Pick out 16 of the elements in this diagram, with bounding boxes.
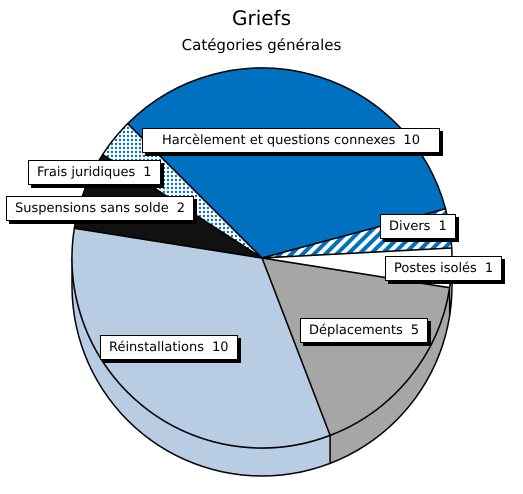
value-label: 5 (410, 323, 420, 338)
chart-title: Griefs (230, 6, 292, 30)
category-label: Harcèlement et questions connexes (162, 133, 396, 148)
value-label: 1 (438, 219, 447, 234)
category-label: Réinstallations (109, 340, 204, 355)
category-label: Frais juridiques (37, 165, 136, 180)
category-label: Déplacements (309, 323, 403, 338)
value-label: 10 (403, 133, 420, 148)
category-label: Divers (389, 219, 430, 234)
value-label: 1 (484, 261, 494, 276)
value-label: 10 (212, 340, 229, 355)
chart-subtitle: Catégories générales (180, 36, 342, 54)
value-label: 2 (176, 201, 185, 216)
value-label: 1 (143, 165, 152, 180)
category-label: Postes isolés (394, 261, 477, 276)
category-label: Suspensions sans solde (15, 201, 169, 216)
